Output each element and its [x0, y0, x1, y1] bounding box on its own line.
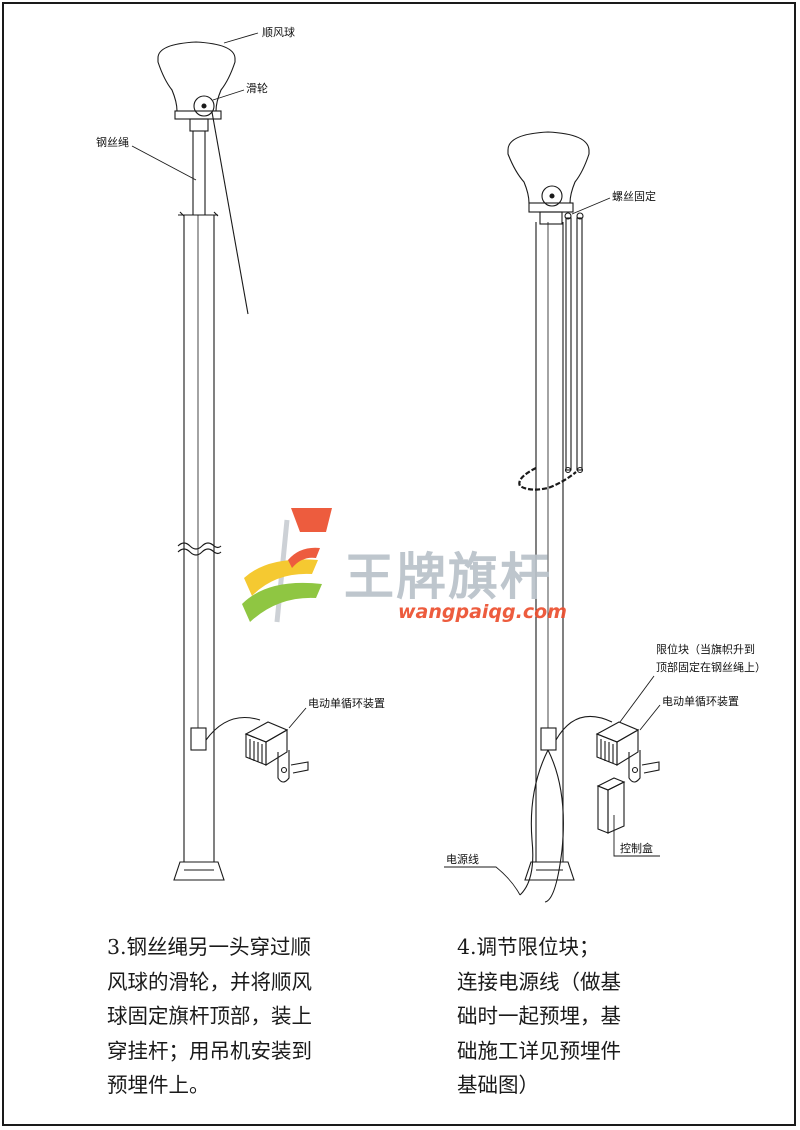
label-wind-ball: 顺风球 [262, 25, 295, 39]
label-limit-block-line2: 顶部固定在钢丝绳上） [656, 660, 766, 674]
right-wind-ball [507, 131, 590, 204]
watermark-url: wangpaiqg.com [398, 601, 567, 623]
label-control-box: 控制盒 [620, 841, 653, 855]
hanging-rods [564, 212, 584, 474]
left-wire-rope [211, 111, 249, 315]
right-flagpole-assembly [444, 131, 661, 903]
label-motor-right: 电动单循环装置 [662, 695, 739, 708]
label-motor-left: 电动单循环装置 [308, 697, 385, 710]
left-wind-ball [157, 41, 236, 112]
label-pulley: 滑轮 [246, 81, 268, 95]
power-line-cable [519, 749, 564, 903]
left-motor-device [244, 721, 309, 783]
watermark: 王牌旗杆 wangpaiqg.com [242, 508, 567, 623]
label-power-line: 电源线 [446, 852, 479, 866]
left-pulley [193, 95, 215, 117]
right-base-plate [524, 861, 575, 881]
label-screw-fix: 螺丝固定 [612, 189, 656, 203]
watermark-logo-icon [242, 508, 332, 623]
step-3-caption: 3.钢丝绳另一头穿过顺 风球的滑轮，并将顺风 球固定旗杆顶部，装上 穿挂杆；用吊… [107, 935, 312, 1097]
right-pulley [541, 185, 563, 207]
right-motor-device [595, 721, 660, 783]
left-flagpole-assembly [131, 32, 309, 881]
label-wire-rope: 钢丝绳 [96, 135, 129, 149]
step-4-caption: 4.调节限位块； 连接电源线（做基 础时一起预埋，基 础施工详见预埋件 基础图） [457, 935, 621, 1097]
watermark-name: 王牌旗杆 [344, 548, 552, 606]
right-chain [518, 467, 577, 491]
left-base-plate [173, 861, 225, 881]
label-limit-block-line1: 限位块（当旗帜升到 [656, 642, 755, 656]
control-box [596, 777, 626, 834]
